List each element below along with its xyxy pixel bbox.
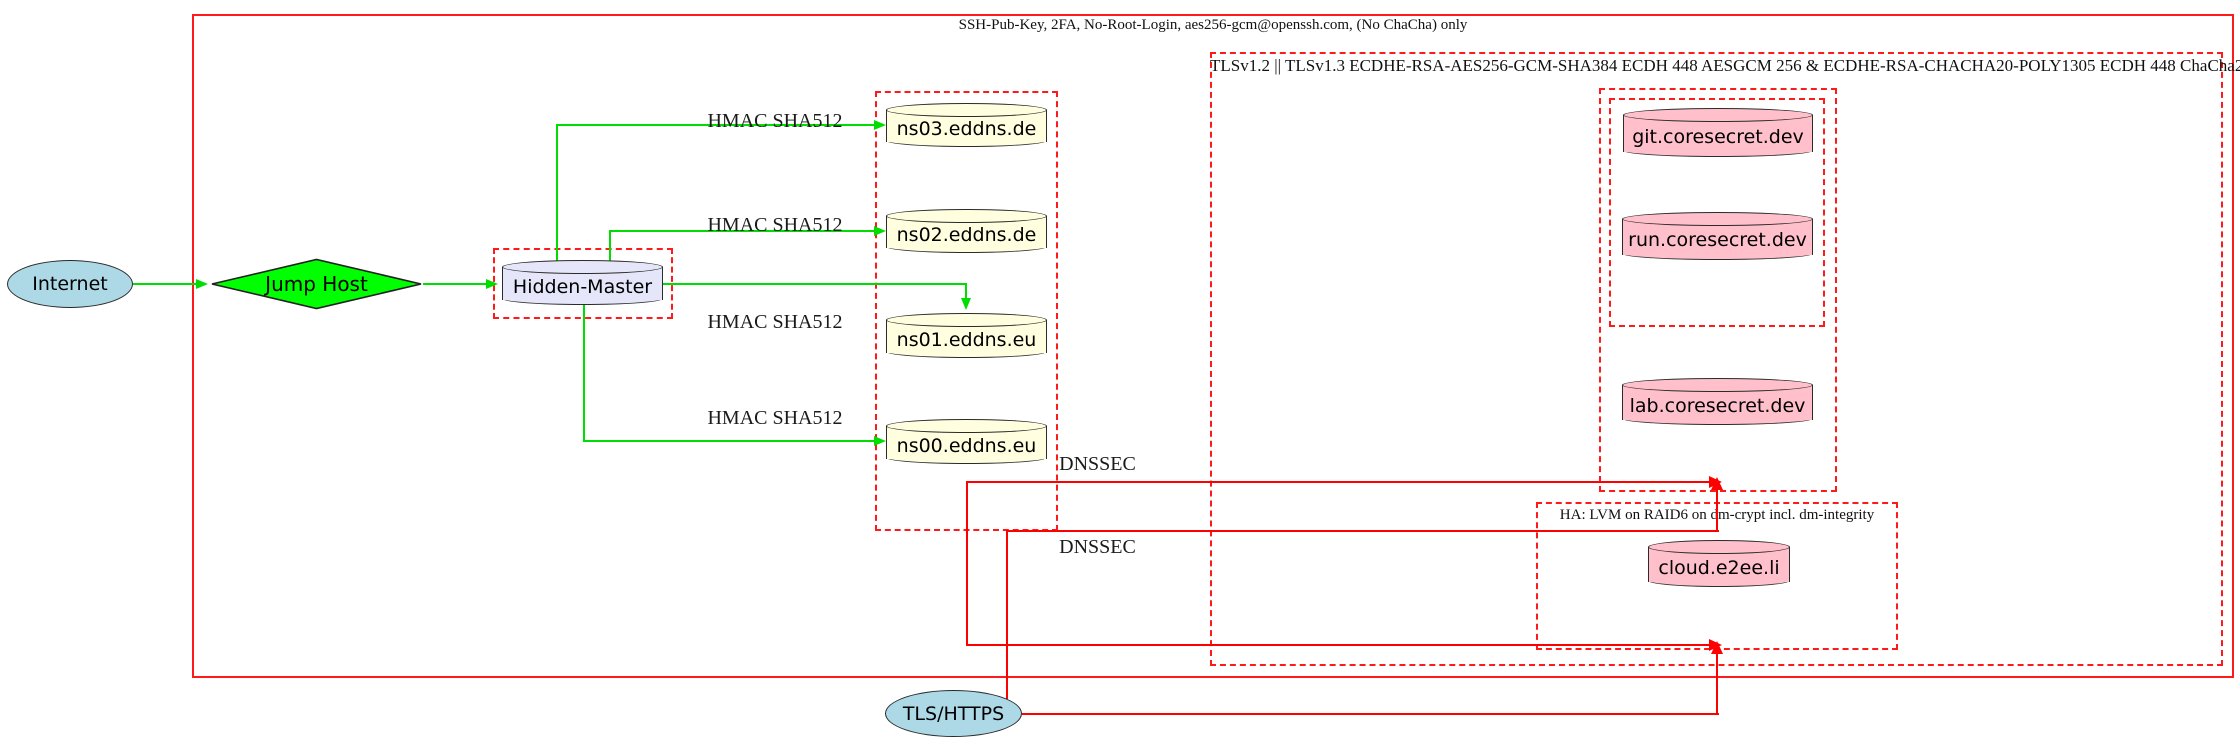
edge-tls-ha-arrow — [1711, 641, 1723, 654]
cluster-nameservers-box — [875, 91, 1058, 531]
cylinder-lid — [886, 419, 1047, 433]
edge-hm-ns00-seg2 — [583, 440, 874, 442]
node-ns03-label: ns03.eddns.de — [896, 118, 1037, 140]
edge-tls-coresecret-seg2 — [1007, 530, 1719, 532]
edge-label-hmac-ns01: HMAC SHA512 — [707, 311, 843, 333]
node-jump-host-label: Jump Host — [265, 272, 368, 296]
edge-hm-ns02-seg1 — [609, 230, 611, 264]
edge-tls-ha-seg2 — [1716, 653, 1718, 715]
edge-label-dnssec-upper: DNSSEC — [1059, 453, 1136, 475]
node-internet-label: Internet — [32, 273, 108, 295]
node-jump-host: Jump Host — [210, 258, 423, 310]
node-lab-coresecret-label: lab.coresecret.dev — [1629, 394, 1806, 417]
cluster-coresecret-outer-box — [1599, 88, 1837, 492]
cluster-perimeter-label: SSH-Pub-Key, 2FA, No-Root-Login, aes256-… — [958, 17, 1468, 33]
edge-label-hmac-ns02: HMAC SHA512 — [707, 214, 843, 236]
edge-hm-ns01-arrow — [961, 298, 971, 310]
node-run-coresecret-label: run.coresecret.dev — [1628, 229, 1807, 251]
cylinder-lid — [886, 313, 1047, 327]
edge-hm-ns01-seg1 — [663, 283, 967, 285]
cylinder-lid — [1648, 540, 1790, 554]
node-ns00-label: ns00.eddns.eu — [896, 434, 1037, 457]
node-ns02: ns02.eddns.de — [886, 209, 1047, 253]
edge-tls-ha-seg1 — [1022, 713, 1719, 715]
edge-tls-coresecret-seg1 — [1006, 530, 1008, 699]
cylinder-lid — [502, 260, 663, 274]
node-git-coresecret-label: git.coresecret.dev — [1632, 125, 1804, 148]
edge-label-hmac-ns00: HMAC SHA512 — [707, 407, 843, 429]
edge-tls-coresecret-seg3 — [1716, 489, 1718, 532]
edge-internet-jumphost-seg — [133, 283, 196, 285]
diamond-shape — [211, 258, 422, 310]
edge-hm-ns01-seg2 — [965, 283, 967, 300]
edge-hm-ns03-seg1 — [556, 124, 558, 264]
edge-dnssec-vertical-seg — [966, 481, 968, 646]
node-ns03: ns03.eddns.de — [886, 103, 1047, 147]
cylinder-lid — [886, 209, 1047, 223]
cluster-coresecret-inner-box — [1609, 98, 1825, 327]
node-internet: Internet — [7, 260, 133, 308]
cluster-perimeter-box — [192, 14, 2234, 678]
edge-label-hmac-ns03: HMAC SHA512 — [707, 110, 843, 132]
edge-jumphost-hiddenmaster-seg — [423, 283, 486, 285]
edge-hm-ns00-seg1 — [583, 305, 585, 442]
node-hidden-master-label: Hidden-Master — [512, 275, 653, 298]
node-cloud-e2ee: cloud.e2ee.li — [1648, 540, 1790, 587]
edge-internet-jumphost-arrow — [196, 279, 208, 289]
node-hidden-master: Hidden-Master — [502, 260, 663, 305]
edge-dnssec-lower-seg1 — [967, 644, 1713, 646]
edge-hm-ns02-seg2 — [609, 230, 874, 232]
node-tls-https-label: TLS/HTTPS — [902, 702, 1005, 725]
edge-hm-ns02-arrow — [874, 226, 886, 236]
edge-label-dnssec-lower: DNSSEC — [1059, 536, 1136, 558]
cylinder-lid — [886, 103, 1047, 117]
node-ns01: ns01.eddns.eu — [886, 313, 1047, 358]
node-cloud-e2ee-label: cloud.e2ee.li — [1658, 556, 1780, 579]
edge-jumphost-hiddenmaster-arrow — [486, 279, 498, 289]
cylinder-lid — [1623, 108, 1813, 122]
edge-dnssec-upper-seg1 — [967, 481, 1713, 483]
edge-hm-ns00-arrow — [874, 436, 886, 446]
cylinder-lid — [1622, 378, 1813, 392]
node-ns01-label: ns01.eddns.eu — [896, 328, 1037, 351]
cylinder-lid — [1622, 212, 1813, 226]
node-tls-https: TLS/HTTPS — [885, 690, 1022, 737]
edge-tls-coresecret-arrow — [1711, 477, 1723, 490]
node-ns00: ns00.eddns.eu — [886, 419, 1047, 464]
node-run-coresecret: run.coresecret.dev — [1622, 212, 1813, 260]
edge-hm-ns03-seg2 — [556, 124, 874, 126]
node-lab-coresecret: lab.coresecret.dev — [1622, 378, 1813, 425]
node-ns02-label: ns02.eddns.de — [896, 224, 1037, 246]
cluster-tls-label: TLSv1.2 || TLSv1.3 ECDHE-RSA-AES256-GCM-… — [1210, 56, 2240, 75]
edge-hm-ns03-arrow — [874, 120, 886, 130]
node-git-coresecret: git.coresecret.dev — [1623, 108, 1813, 157]
